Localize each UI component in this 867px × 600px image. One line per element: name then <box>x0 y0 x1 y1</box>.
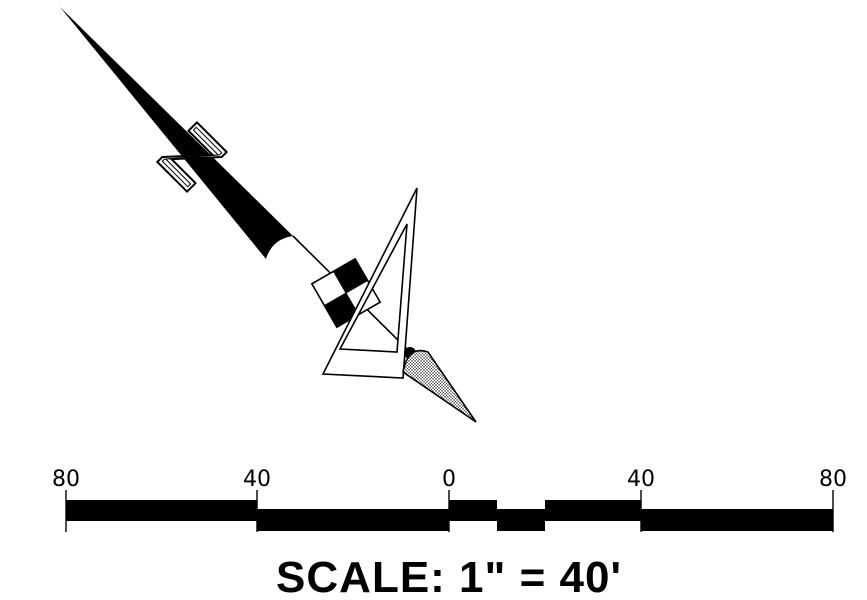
scale-tick-label: 40 <box>243 467 271 492</box>
scale-segment <box>641 509 833 531</box>
scale-segment <box>66 500 257 521</box>
scale-tick-label: 80 <box>819 467 847 492</box>
scale-segment <box>545 500 641 521</box>
scale-segment <box>257 509 449 531</box>
checker-block-icon <box>310 257 382 329</box>
drafting-triangle-icon <box>321 187 418 379</box>
scale-tick-label: 40 <box>627 467 655 492</box>
scale-tick-label: 0 <box>442 467 456 492</box>
north-arrow-icon <box>60 7 477 423</box>
scale-segment <box>497 509 545 531</box>
scale-segment <box>449 500 497 521</box>
plumb-bob-icon <box>402 349 477 423</box>
scale-bar: 80 40 0 40 80 SCALE: 1" = 40' <box>52 467 847 600</box>
north-arrow-needle <box>60 7 293 259</box>
scale-title: SCALE: 1" = 40' <box>276 553 622 600</box>
scale-tick-label: 80 <box>52 467 80 492</box>
north-letter-icon <box>155 120 229 194</box>
